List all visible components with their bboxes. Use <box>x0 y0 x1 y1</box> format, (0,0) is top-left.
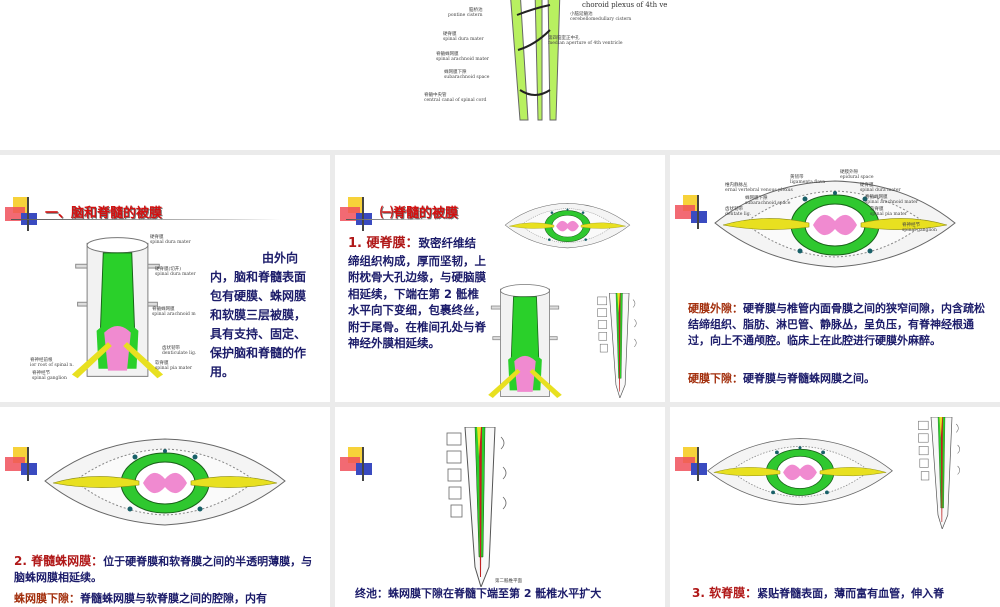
spinal-cross-section-diagram <box>500 170 635 275</box>
spinal-cord-meninges-diagram <box>70 232 165 382</box>
title-decoration-icon <box>340 447 380 481</box>
slide-body-text: 1. 硬脊膜：致密纤维结缔组织构成，厚而坚韧，上附枕骨大孔边缘，与硬脑膜相延续，… <box>348 236 486 350</box>
title-decoration-icon <box>675 195 715 229</box>
subarachnoid-text: 蛛网膜下隙：脊髓蛛网膜与软脊膜之间的腔隙，内有 <box>14 592 267 605</box>
spinal-sagittal-diagram <box>585 293 660 398</box>
slide-thumbnail-4[interactable]: 2. 脊髓蛛网膜：位于硬脊膜和软脊膜之间的半透明薄膜，与脑蛛网膜相延续。 蛛网膜… <box>0 407 330 607</box>
title-decoration-icon <box>340 197 436 231</box>
spinal-cross-section-diagram <box>705 163 965 273</box>
label-s2-level: 第二骶椎平面 <box>495 579 522 584</box>
slide-thumbnail-5[interactable]: 第二骶椎平面 终池：蛛网膜下隙在脊髓下端至第 2 骶椎水平扩大 <box>335 407 665 607</box>
subdural-space-text: 硬膜下隙：硬脊膜与脊髓蛛网膜之间。 <box>688 372 875 385</box>
slide-thumbnail-2[interactable]: ㈠脊髓的被膜 1. 硬脊膜：致密纤维结缔组织构成，厚而坚韧，上附枕骨大孔边缘，与… <box>335 155 665 402</box>
slide-title: 一、脑和脊髓的被膜 <box>45 206 163 221</box>
meninges-sagittal-diagram <box>510 0 561 121</box>
spinal-sagittal-diagram <box>900 417 990 529</box>
spinal-cord-meninges-diagram <box>485 283 565 398</box>
spinal-cross-section-diagram <box>35 415 295 537</box>
slide-body-text: 由外向内，脑和脊髓表面包有硬膜、蛛网膜和软膜三层被膜，具有支持、固定、保护脑和脊… <box>210 251 307 379</box>
title-decoration-icon <box>675 447 715 481</box>
title-decoration-icon <box>5 447 45 481</box>
terminal-cistern-sagittal-diagram <box>430 427 540 587</box>
epidural-space-text: 硬膜外隙：硬脊膜与椎管内面骨膜之间的狭窄间隙，内含疏松结缔组织、脂肪、淋巴管、静… <box>688 302 985 347</box>
arachnoid-text: 2. 脊髓蛛网膜：位于硬脊膜和软脊膜之间的半透明薄膜，与脑蛛网膜相延续。 <box>14 554 313 584</box>
slide-thumbnail-6[interactable]: 3. 软脊膜：紧贴脊髓表面，薄而富有血管，伸入脊 <box>670 407 1000 607</box>
slide-title: ㈠脊髓的被膜 <box>380 206 459 221</box>
pia-mater-text: 3. 软脊膜：紧贴脊髓表面，薄而富有血管，伸入脊 <box>692 586 945 600</box>
title-decoration-icon <box>5 197 281 231</box>
spinal-cross-section-diagram <box>700 417 900 517</box>
label-choroid-plexus: choroid plexus of 4th ve <box>582 1 668 9</box>
term-dura: 1. 硬脊膜： <box>348 236 419 251</box>
terminal-cistern-text: 终池：蛛网膜下隙在脊髓下端至第 2 骶椎水平扩大 <box>355 587 602 600</box>
diagram-label: 硬脊膜(切开)spinal dura mater <box>155 267 196 277</box>
